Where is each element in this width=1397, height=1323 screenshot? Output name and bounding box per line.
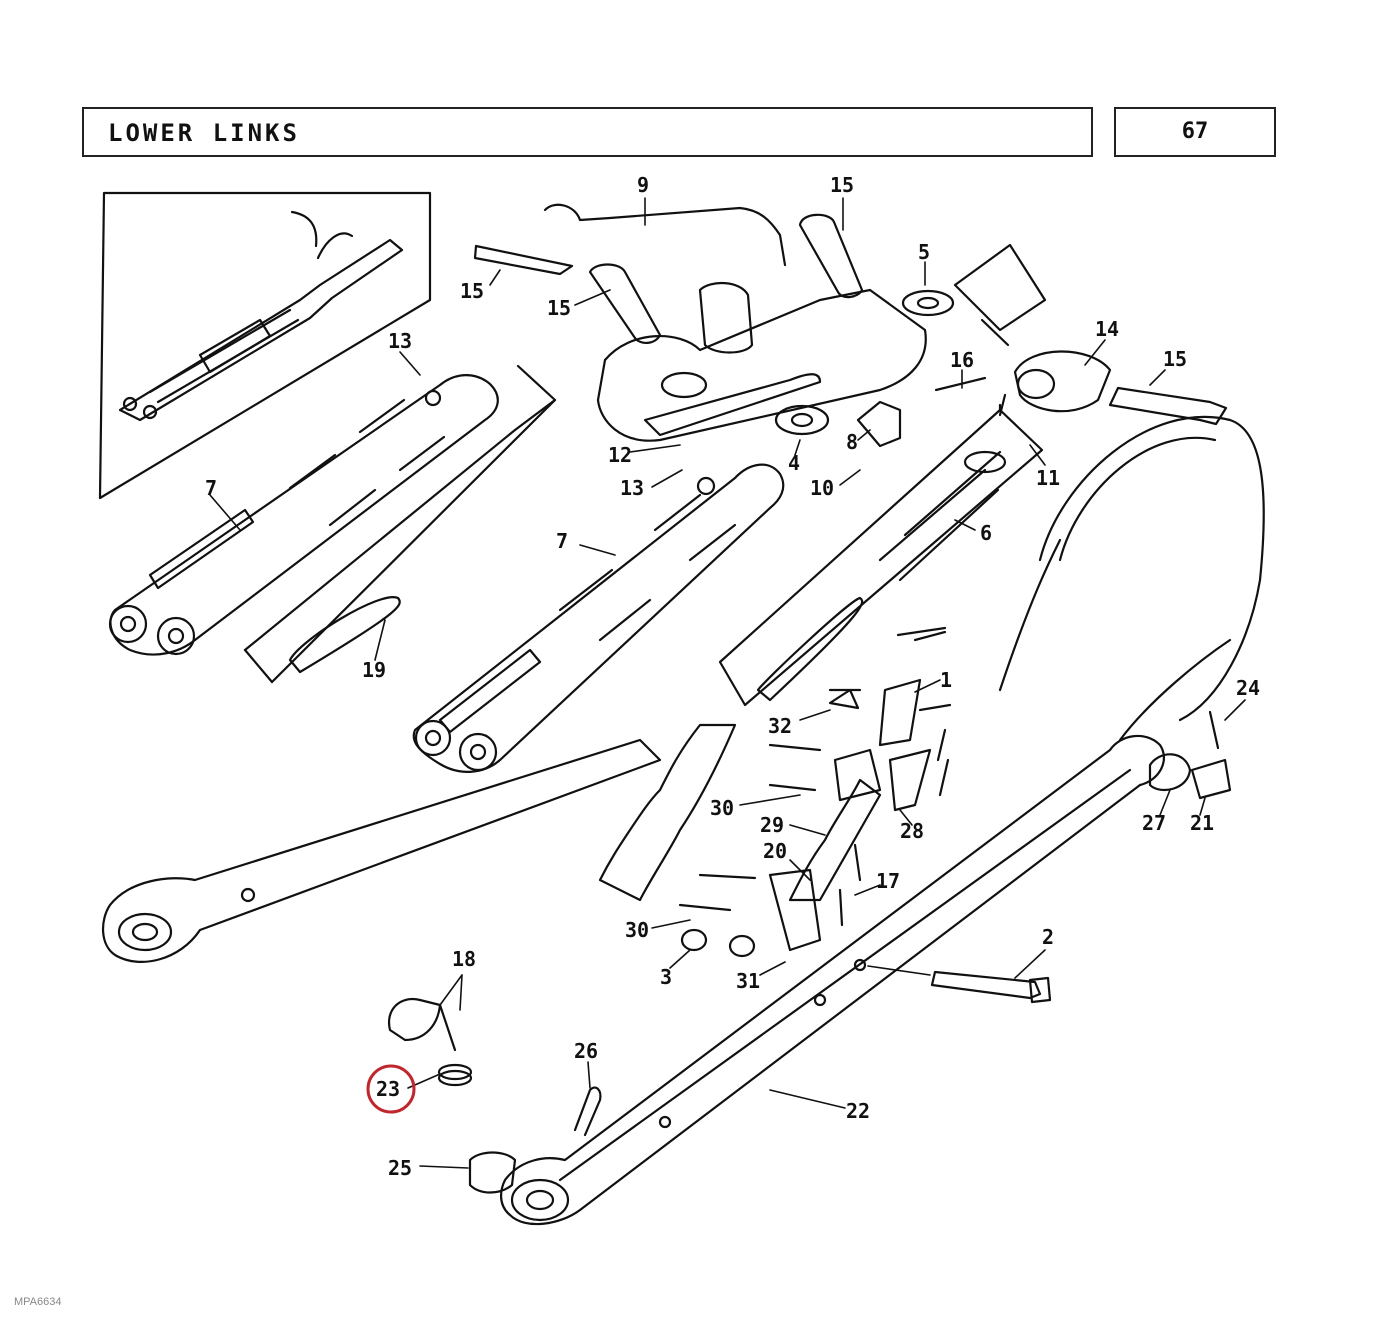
callout-15-b: 15	[460, 279, 484, 303]
callout-13-b: 13	[620, 476, 644, 500]
reference-code: MPA6634	[14, 1296, 62, 1308]
callout-24: 24	[1236, 676, 1260, 700]
callout-15-c: 15	[547, 296, 571, 320]
lower-link-left	[102, 738, 662, 963]
page-number-box: 67	[1114, 107, 1276, 157]
callout-2: 2	[1042, 925, 1054, 949]
check-chains	[598, 630, 952, 958]
callout-7-b: 7	[556, 529, 568, 553]
lift-rod-right	[412, 463, 785, 773]
callout-14: 14	[1095, 317, 1119, 341]
callout-28: 28	[900, 819, 924, 843]
callout-11: 11	[1036, 466, 1060, 490]
callout-labels: 9 15 15 15 5 13 14 15 16 12 4 8 11 13 10…	[205, 173, 1260, 1180]
lift-rod-left	[108, 364, 557, 684]
callout-1: 1	[940, 668, 952, 692]
callout-12: 12	[608, 443, 632, 467]
callout-15-a: 15	[830, 173, 854, 197]
callout-30-a: 30	[710, 796, 734, 820]
misc-hardware	[387, 626, 1232, 1194]
levelling-screw	[718, 408, 1044, 707]
callout-13-a: 13	[388, 329, 412, 353]
lower-link-right	[500, 734, 1166, 1226]
callout-26: 26	[574, 1039, 598, 1063]
callout-20: 20	[763, 839, 787, 863]
callout-23: 23	[376, 1077, 400, 1101]
callout-17: 17	[876, 869, 900, 893]
callout-4: 4	[788, 451, 800, 475]
callout-5: 5	[918, 240, 930, 264]
leader-lines	[209, 197, 1246, 1169]
page-number: 67	[1181, 119, 1209, 144]
callout-27: 27	[1142, 811, 1166, 835]
callout-21: 21	[1190, 811, 1214, 835]
callout-22: 22	[846, 1099, 870, 1123]
diagram-title: LOWER LINKS	[108, 119, 300, 147]
callout-16: 16	[950, 348, 974, 372]
callout-30-b: 30	[625, 918, 649, 942]
callout-8: 8	[846, 430, 858, 454]
tractor-housing	[998, 415, 1265, 742]
inset-assembly-view	[98, 191, 432, 500]
callout-10: 10	[810, 476, 834, 500]
callout-15-d: 15	[1163, 347, 1187, 371]
callout-31: 31	[736, 969, 760, 993]
lift-arm-assembly	[473, 203, 1228, 448]
callout-29: 29	[760, 813, 784, 837]
highlight-circle-part-23	[366, 1064, 416, 1114]
callout-32: 32	[768, 714, 792, 738]
callout-19: 19	[362, 658, 386, 682]
callout-6: 6	[980, 521, 992, 545]
diagram-title-box: LOWER LINKS	[82, 107, 1093, 157]
callout-7-a: 7	[205, 476, 217, 500]
callout-9: 9	[637, 173, 649, 197]
callout-18: 18	[452, 947, 476, 971]
callout-3: 3	[660, 965, 672, 989]
callout-25: 25	[388, 1156, 412, 1180]
